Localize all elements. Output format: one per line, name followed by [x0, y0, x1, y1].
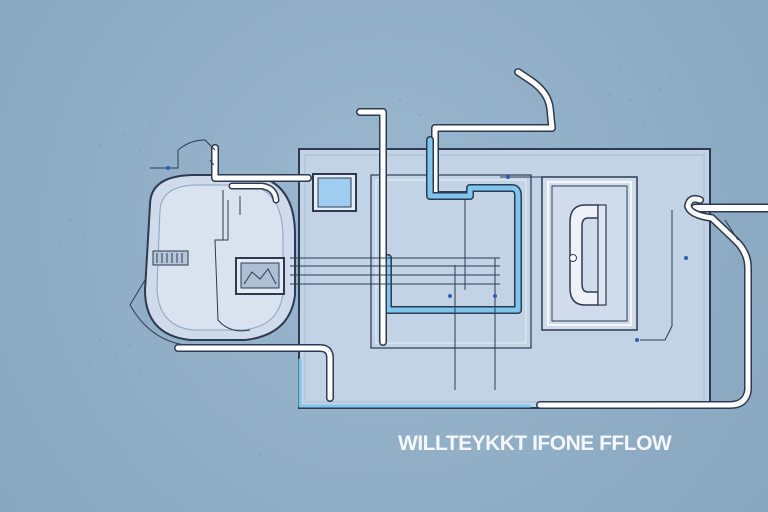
floor-plan-inner-edge	[304, 154, 705, 403]
wiring	[129, 139, 739, 390]
connection-nodes	[166, 166, 688, 342]
illustration-caption: WILLTEYKKT IFONE FFLOW	[398, 432, 672, 455]
floor-plan-panel	[298, 148, 711, 409]
inner-room	[370, 174, 532, 349]
tank-display-panel	[235, 257, 285, 295]
pipe-network	[174, 68, 768, 409]
inner-room-double	[375, 179, 527, 344]
tank-vent-icon	[152, 250, 189, 266]
monitor-screen-icon	[312, 173, 357, 212]
cabinet-unit	[541, 176, 638, 331]
